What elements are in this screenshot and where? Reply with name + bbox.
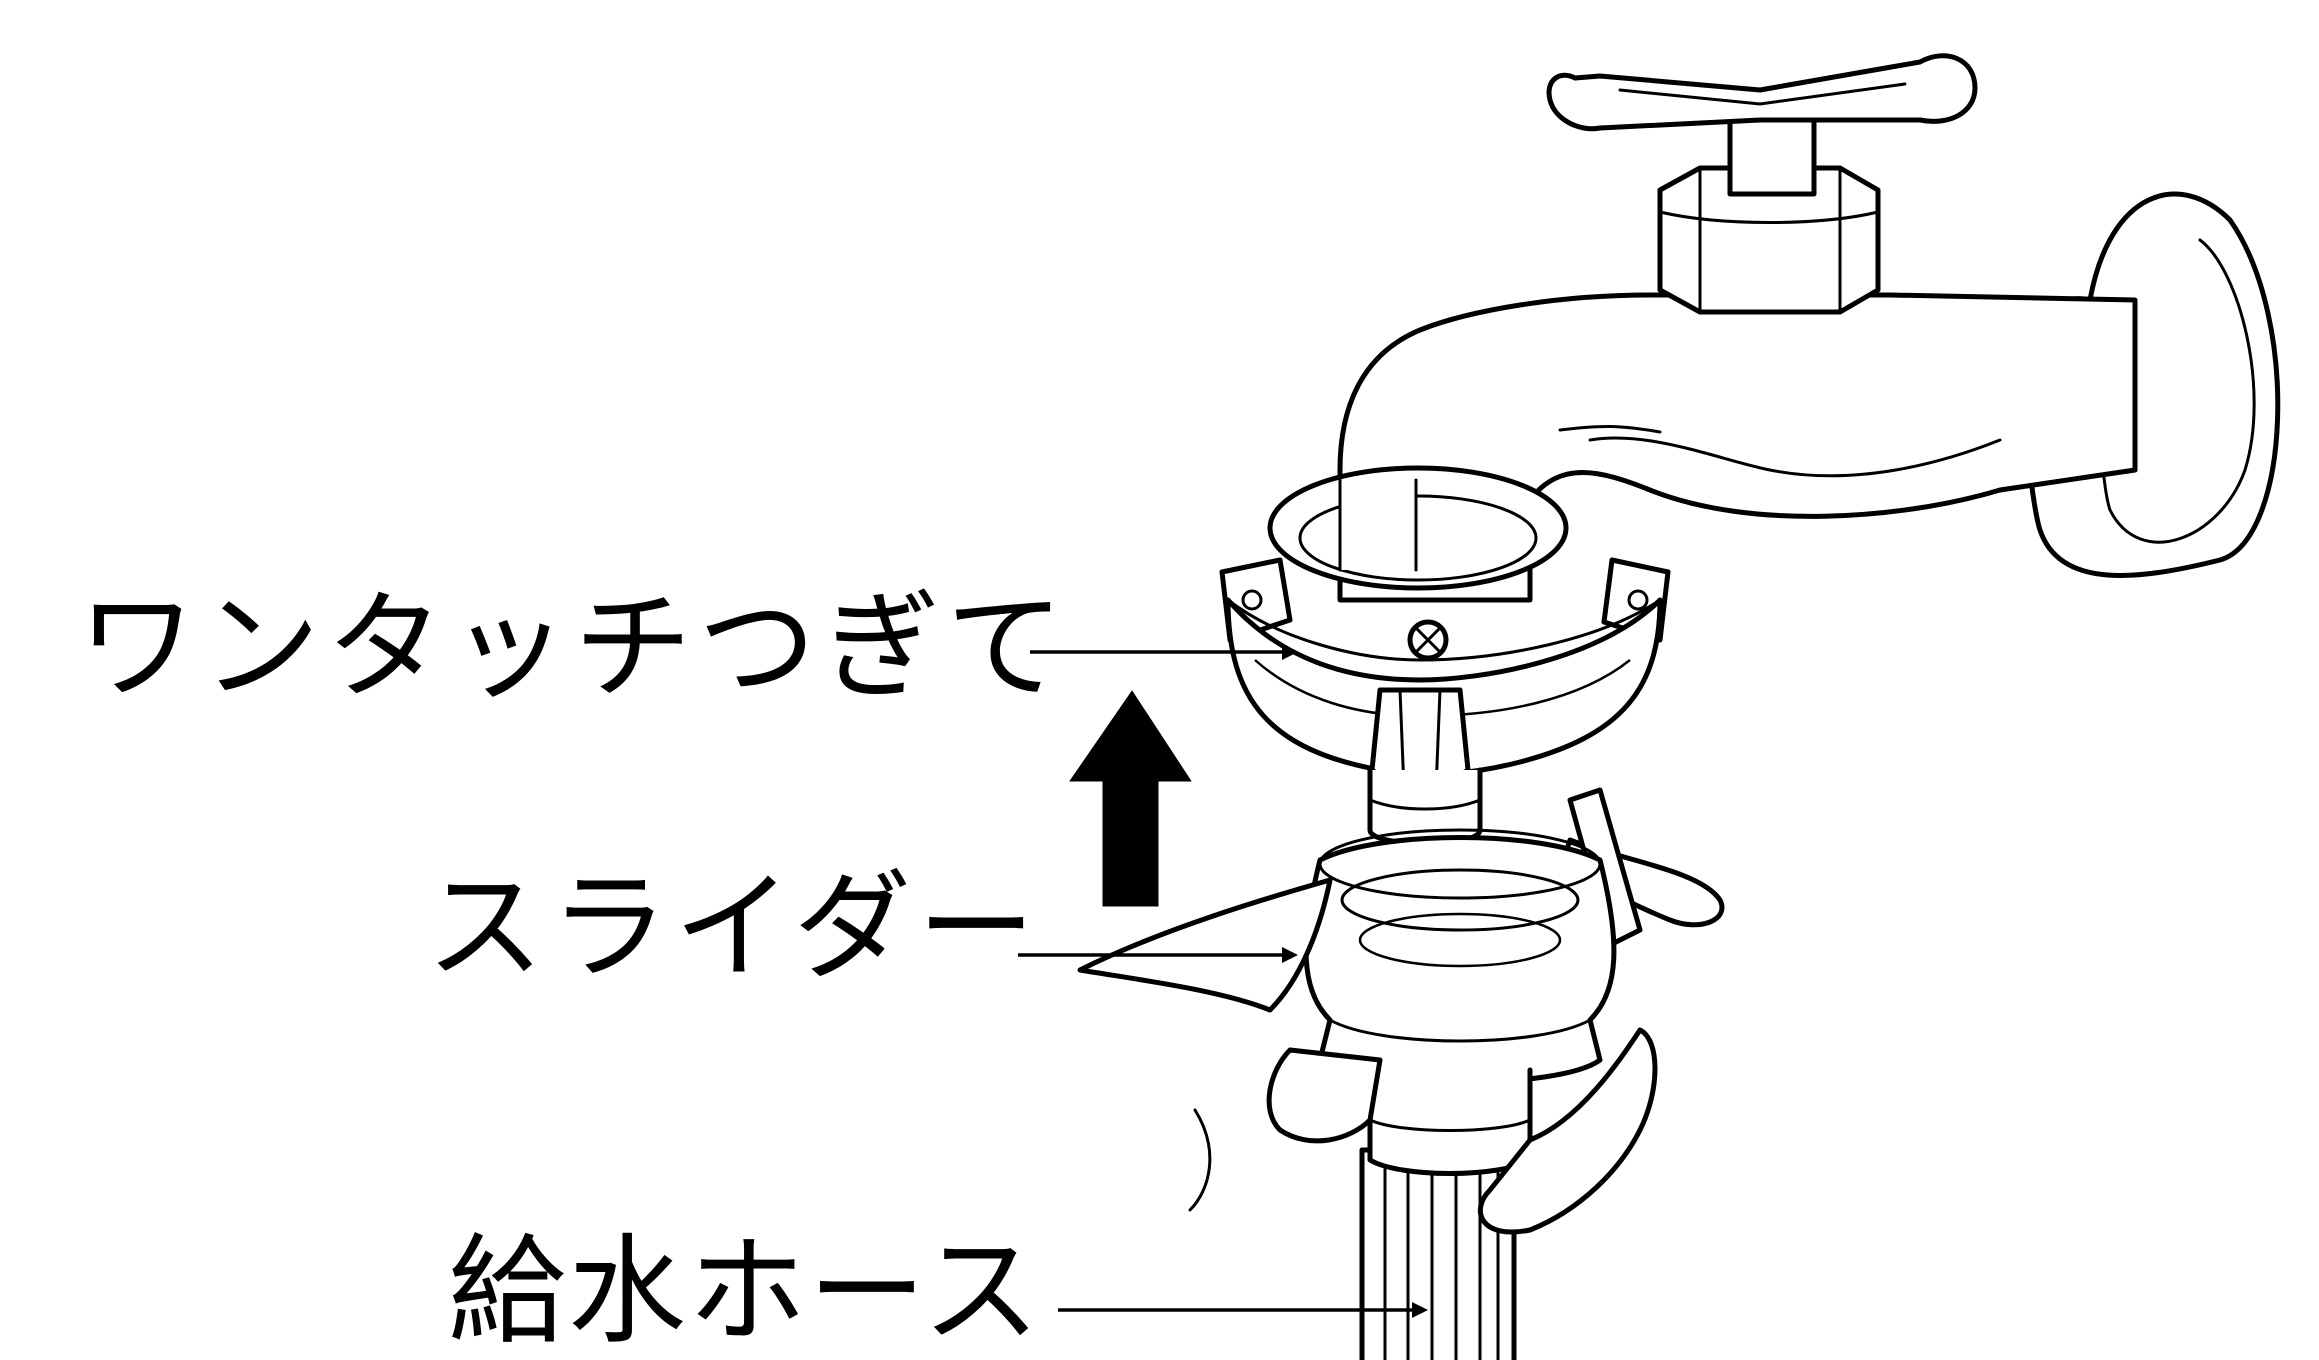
slider-and-hand [1077,787,1725,1235]
leader-slider-arrowhead [1282,947,1298,963]
leader-lines [1018,644,1428,1318]
label-one-touch-joint: ワンタッチつぎて [78,578,1071,716]
faucet [1337,53,2281,603]
leader-hose-arrowhead [1412,1302,1428,1318]
one-touch-joint [1219,465,1671,846]
label-slider: スライダー [426,858,1042,996]
arrow-up-icon [1069,690,1192,907]
water-supply-hose [1359,1147,1517,1360]
leader-joint-arrowhead [1282,644,1298,660]
label-water-supply-hose: 給水ホース [448,1222,1043,1360]
